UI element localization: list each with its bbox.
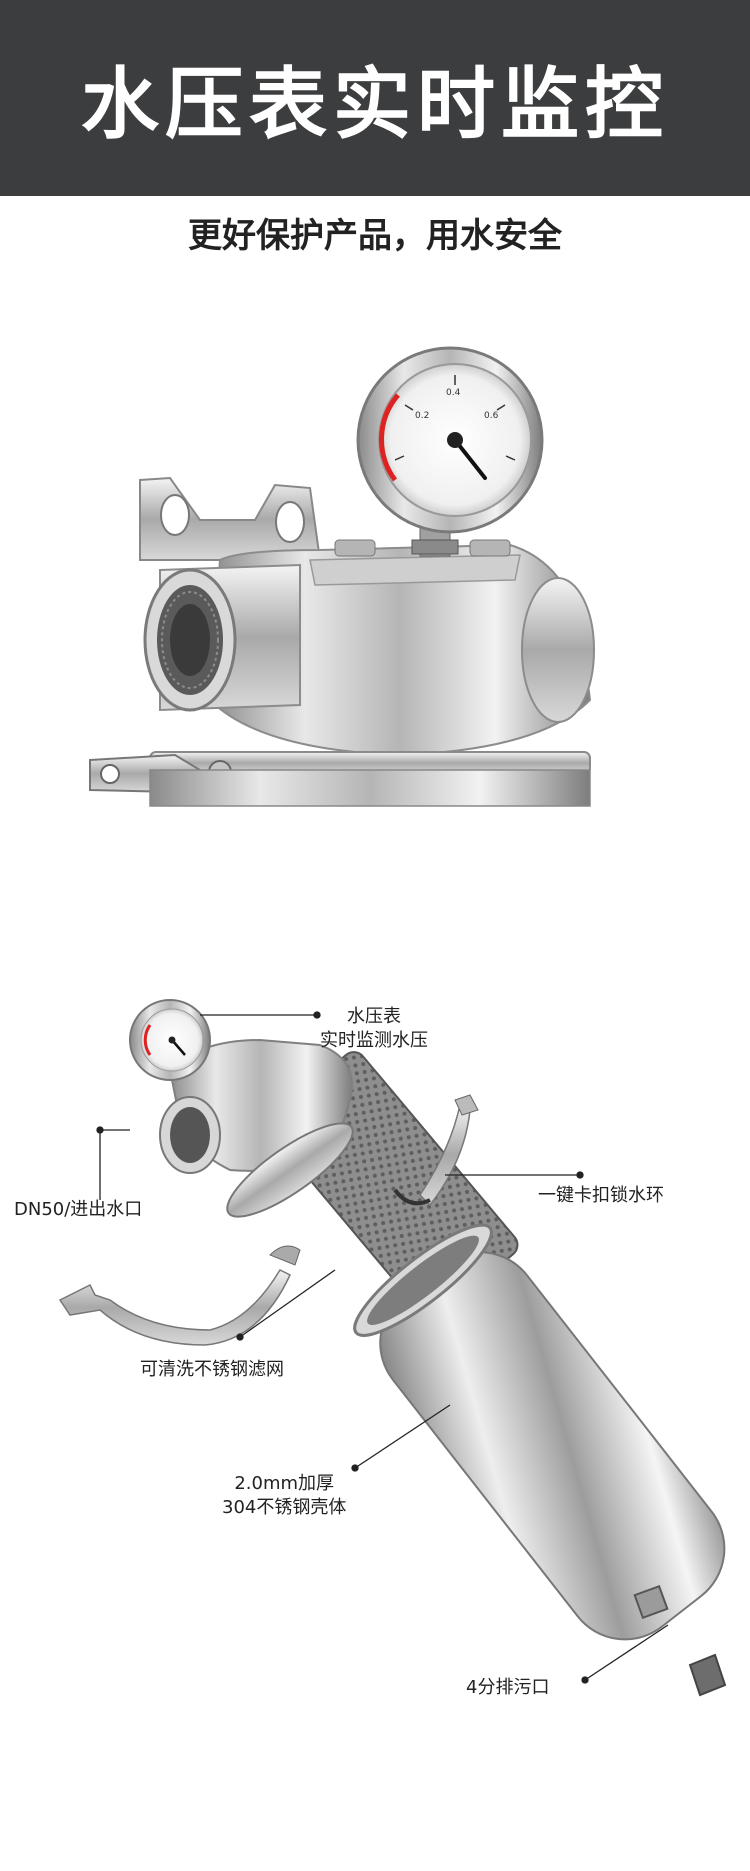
callout-inlet-outlet: DN50/进出水口 [14, 1199, 143, 1220]
callout-pressure-gauge-line1: 水压表 [347, 1006, 401, 1027]
callout-housing-line1: 2.0mm加厚 [234, 1473, 335, 1494]
callout-lines [96, 1011, 669, 1684]
filter-assembly-diagram [58, 999, 727, 1697]
callout-housing: 2.0mm加厚 304不锈钢壳体 [222, 1472, 346, 1520]
svg-text:0.2: 0.2 [415, 411, 429, 421]
filter-head-photo: 0.2 0.4 0.6 [89, 346, 595, 807]
callout-clamp-ring: 一键卡扣锁水环 [538, 1185, 664, 1206]
callout-pressure-gauge-line2: 实时监测水压 [320, 1030, 428, 1051]
callout-drain: 4分排污口 [466, 1677, 550, 1698]
callout-filter-mesh: 可清洗不锈钢滤网 [140, 1359, 284, 1380]
svg-text:0.4: 0.4 [446, 388, 461, 398]
callout-pressure-gauge: 水压表 实时监测水压 [320, 1005, 428, 1053]
header-banner: 水压表实时监控 [0, 0, 750, 196]
page-subtitle: 更好保护产品，用水安全 [188, 216, 562, 256]
svg-text:0.6: 0.6 [484, 411, 499, 421]
callout-housing-line2: 304不锈钢壳体 [222, 1497, 347, 1518]
page-title: 水压表实时监控 [80, 60, 669, 150]
